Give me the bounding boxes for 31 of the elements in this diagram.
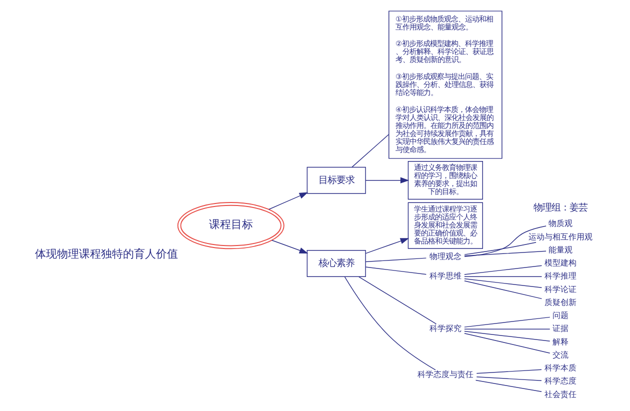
connector <box>464 280 542 300</box>
connector <box>464 330 550 342</box>
connector <box>364 266 426 275</box>
connector <box>344 276 436 370</box>
arrow <box>270 240 308 254</box>
arrow <box>268 192 308 210</box>
connector <box>474 380 542 392</box>
node-box: ①初步形成物质观念、运动和相互作用观念、能量观念。 ②初步形成模型建构、科学推理、分析解释、科学论证、获证思考、质疑创新的意识。 ③初步形成观察与提出问题、实践操作、分析、处理信息、获得结论等能力。 ④初步认识科学本质，体会物理学对人类认识、深化社会发展的推动作用。在能力所及的范围内为社会可持续发展作贡献，具有实现中华民族伟大复兴的责任感与使命感。 <box>388 10 502 159</box>
connector <box>358 276 436 324</box>
connector <box>464 226 546 257</box>
connector <box>464 278 542 288</box>
connector <box>464 276 542 277</box>
connector <box>464 328 550 330</box>
node-ellipse: 课程目标 <box>176 202 284 250</box>
node-label: 体现物理课程独特的育人价值 <box>34 247 178 260</box>
connector <box>464 265 542 275</box>
node-box: 学生通过课程学习逐步形成的适应个人终身发展和社会发展需要的正确价值观、必备品格和关键能力。 <box>407 202 482 249</box>
node-box: 通过义务教育物理课程的学习，围绕核心素养的要求，提出如下的目标。 <box>407 161 482 200</box>
connector <box>476 369 542 374</box>
connector <box>464 333 550 354</box>
connector <box>476 376 542 381</box>
label: 物理组：姜芸 <box>533 202 588 214</box>
connector <box>364 258 426 262</box>
connector <box>464 242 536 255</box>
connector <box>464 250 546 256</box>
arrow <box>364 177 409 184</box>
node-box: 目标要求 <box>306 166 366 194</box>
connector <box>464 316 550 328</box>
connector <box>351 134 389 168</box>
node-box: 核心素养 <box>306 250 366 277</box>
arrow <box>364 238 409 254</box>
